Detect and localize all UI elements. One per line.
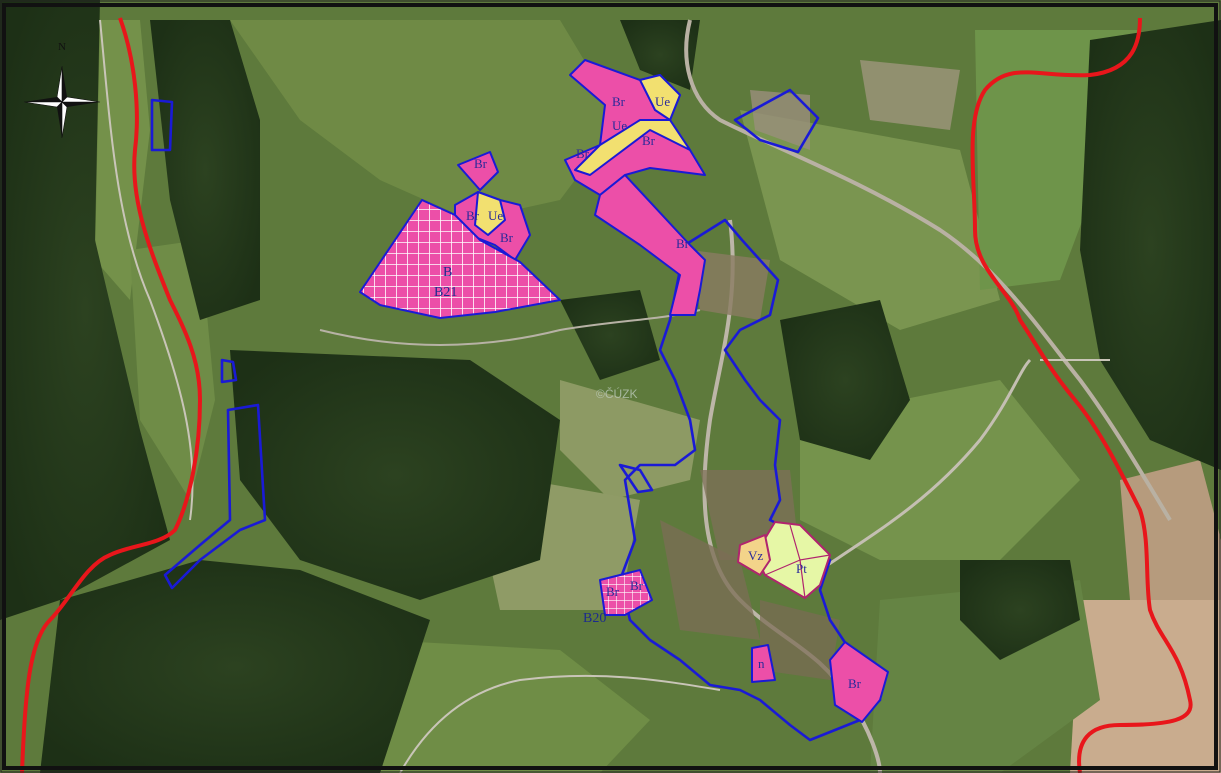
label-b20: B20 [583,611,606,626]
label-b21: B21 [434,285,457,300]
label-vz: Vz [748,548,763,563]
zone-br-strip[interactable] [594,174,706,316]
zone-ue-road[interactable] [574,119,691,176]
label-ue-1: Ue [655,94,670,109]
north-label: N [58,41,66,53]
label-b-zone: B [443,265,452,280]
label-pt: Pt [796,561,807,576]
label-n: n [758,656,765,671]
label-br-1: Br [612,94,626,109]
zone-divider-lines [764,524,831,599]
label-ue-3: Ue [488,208,503,223]
cadastral-boundary-red [20,17,1193,773]
label-br-4: Br [474,156,488,171]
zone-ue-west[interactable] [474,191,506,236]
label-br-2: Br [642,133,656,148]
zone-n[interactable] [751,644,776,683]
compass-rose-icon: N [23,41,101,139]
label-br-9: Br [630,578,644,593]
label-ue-2: Ue [612,118,627,133]
watermark: ©ČÚZK [596,386,638,401]
label-br-10: Br [848,676,862,691]
label-br-7: Br [676,236,690,251]
label-br-8: Br [606,584,620,599]
zone-ue-north[interactable] [639,74,681,121]
zone-vz[interactable] [737,534,771,576]
zone-labels: Br Ue Ue Br Br Br Br Ue Br B B21 Br Vz P… [434,94,862,691]
zone-br-southeast[interactable] [829,641,889,723]
zone-br-south[interactable] [599,569,653,616]
label-br-3: Br [576,146,590,161]
zone-b21[interactable] [359,199,561,319]
label-br-6: Br [500,230,514,245]
zone-br-west-small[interactable] [457,151,499,191]
zoning-areas [359,59,889,723]
label-br-5: Br [466,208,480,223]
map-frame [2,3,1218,770]
